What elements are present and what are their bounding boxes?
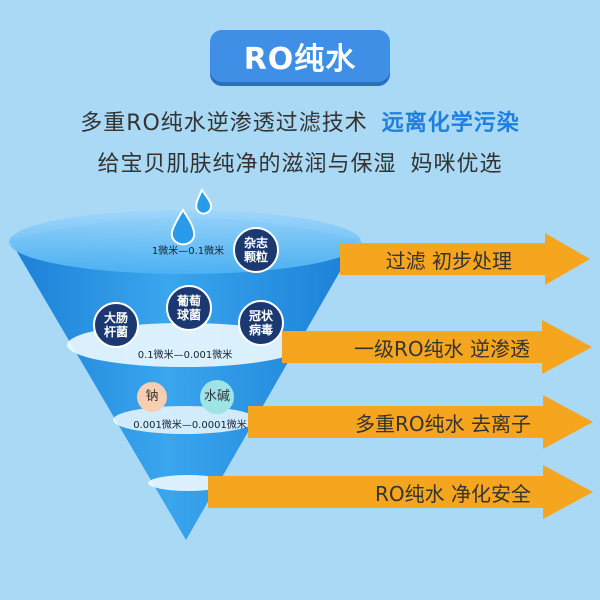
sodium-bubble: 钠: [137, 382, 167, 412]
alkali-bubble: 水碱: [200, 380, 234, 414]
headline-main: 多重RO纯水逆渗透过滤技术: [80, 111, 368, 136]
corona-line1: 冠状: [248, 309, 273, 323]
staph-line2: 球菌: [176, 308, 201, 322]
stage-label-4: RO纯水 净化安全: [375, 481, 531, 506]
subline-extra: 妈咪优选: [410, 152, 503, 177]
stage-arrow-3: 多重RO纯水 去离子: [248, 395, 593, 449]
arrow-right-icon: [208, 465, 593, 519]
page-title: RO纯水: [210, 30, 390, 82]
range-2: 0.1微米—0.001微米: [137, 350, 233, 361]
impurity-line1: 杂志: [243, 236, 268, 250]
arrow-right-icon: [340, 233, 590, 285]
impurity-bubble: 杂志颗粒: [233, 227, 279, 273]
stage-label-2: 一级RO纯水 逆渗透: [354, 336, 530, 361]
stage-arrow-4: RO纯水 净化安全: [208, 465, 593, 519]
staph-line1: 葡萄: [176, 294, 201, 308]
staph-bubble: 葡萄球菌: [166, 285, 212, 331]
headline: 多重RO纯水逆渗透过滤技术远离化学污染: [0, 105, 600, 137]
corona-line2: 病毒: [248, 323, 273, 337]
subline: 给宝贝肌肤纯净的滋润与保湿妈咪优选: [0, 146, 600, 178]
arrow-right-icon: [282, 320, 592, 374]
headline-emphasis: 远离化学污染: [381, 111, 520, 136]
arrow-right-icon: [248, 395, 593, 449]
stage-arrow-2: 一级RO纯水 逆渗透: [282, 320, 592, 374]
impurity-line2: 颗粒: [243, 250, 268, 264]
funnel-body: [10, 217, 358, 540]
range-3: 0.001微米—0.0001微米: [133, 420, 247, 431]
stage-label-3: 多重RO纯水 去离子: [355, 411, 531, 436]
ecoli-bubble: 大肠杆菌: [93, 302, 139, 348]
water-drops-icon: [170, 188, 213, 246]
stage-arrow-1: 过滤 初步处理: [340, 233, 590, 285]
corona-bubble: 冠状病毒: [238, 300, 284, 346]
ecoli-line2: 杆菌: [103, 325, 128, 339]
subline-main: 给宝贝肌肤纯净的滋润与保湿: [97, 152, 397, 177]
range-1: 1微米—0.1微米: [151, 246, 225, 257]
stage-label-1: 过滤 初步处理: [385, 248, 512, 273]
ecoli-line1: 大肠: [103, 311, 128, 325]
